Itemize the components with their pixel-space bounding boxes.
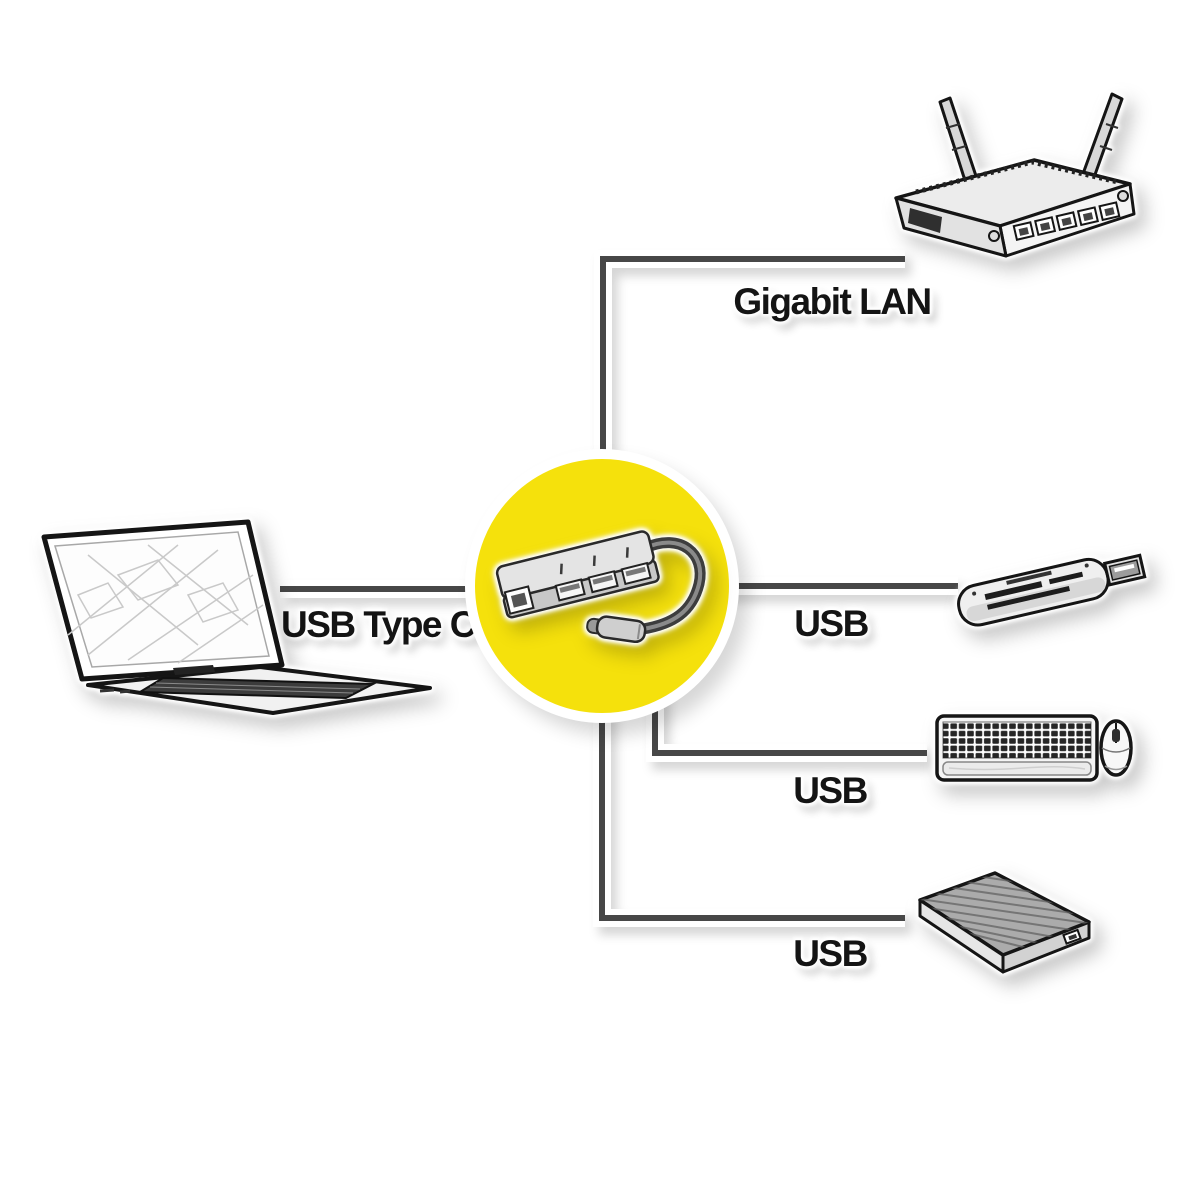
hub-body	[495, 530, 660, 619]
label-usb-card-reader: USB	[794, 603, 869, 644]
usb-a-ports	[554, 561, 652, 602]
label-usb-type-c: USB Type C	[280, 604, 477, 645]
label-gigabit-lan: Gigabit LAN	[733, 281, 932, 322]
mouse	[1099, 719, 1133, 777]
keyboard	[935, 714, 1099, 782]
keyboard-and-mouse-icon	[935, 714, 1133, 782]
router-antennas	[938, 92, 1124, 192]
screen-wallpaper	[67, 544, 264, 664]
usb-plug	[1102, 553, 1147, 587]
usb-c-multiport-hub-icon	[495, 530, 706, 644]
laptop-icon	[41, 519, 432, 715]
hdd-usb-port	[1062, 928, 1082, 945]
label-usb-keyboard-mouse: USB	[793, 770, 868, 811]
ethernet-ports	[1012, 201, 1121, 241]
usb-c-plug	[586, 615, 647, 644]
usb-card-reader-icon	[957, 553, 1147, 627]
external-hard-drive-icon	[918, 871, 1091, 974]
label-usb-hard-drive: USB	[793, 933, 868, 974]
rj45-port	[503, 585, 535, 615]
wireless-router-icon	[894, 92, 1136, 258]
